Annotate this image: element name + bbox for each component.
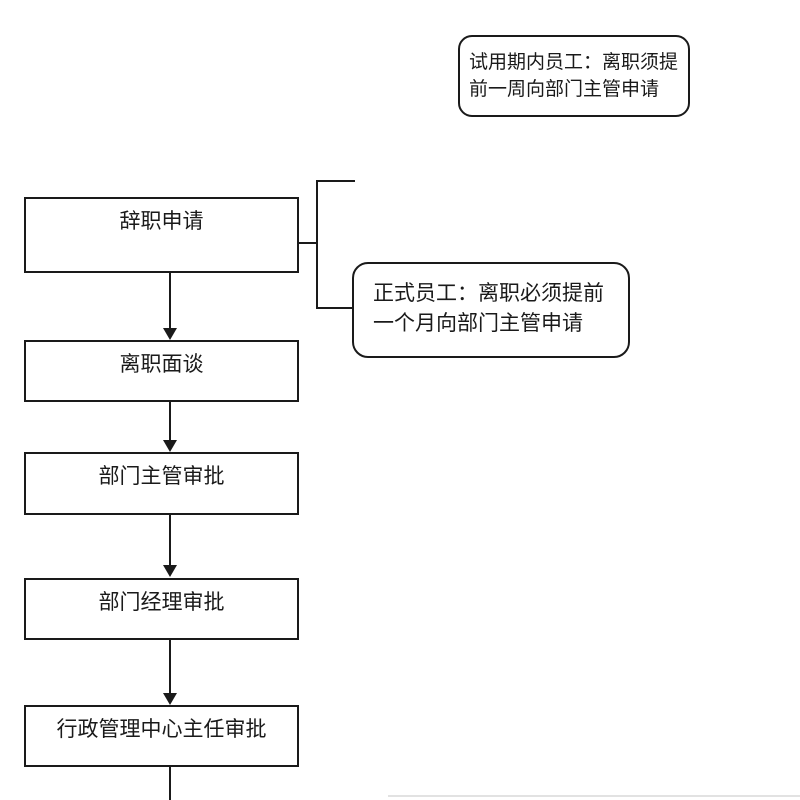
flow-step-label: 部门主管审批 [98,464,225,488]
flow-arrow-line-4 [169,640,171,694]
flow-arrow-line-2 [169,402,171,442]
callout-formal-line2: 一个月向部门主管申请 [373,311,583,335]
flow-step-label: 辞职申请 [119,209,204,233]
flow-step-exit-interview: 离职面谈 [24,340,299,402]
flow-step-label: 行政管理中心主任审批 [56,717,267,741]
connector-bracket-top-arm [316,180,355,182]
page-edge-divider [388,795,800,797]
flow-step-manager-approval: 部门经理审批 [24,578,299,640]
arrow-down-icon [163,328,177,340]
connector-bracket-vertical [316,180,318,309]
connector-bracket-bottom-arm [316,307,353,309]
flow-step-admin-center-director-approval: 行政管理中心主任审批 [24,705,299,767]
callout-formal-note: 正式员工：离职必须提前 一个月向部门主管申请 [352,262,630,358]
flow-step-resignation-application: 辞职申请 [24,197,299,273]
arrow-down-icon [163,693,177,705]
flow-arrow-line-1 [169,273,171,330]
callout-probation-line2: 前一周向部门主管申请 [469,79,660,100]
callout-probation-note: 试用期内员工：离职须提 前一周向部门主管申请 [458,35,690,117]
arrow-down-icon [163,440,177,452]
callout-formal-line1: 正式员工：离职必须提前 [373,281,604,305]
flow-arrow-line-3 [169,515,171,567]
flow-continuation-line [169,767,171,800]
flow-step-supervisor-approval: 部门主管审批 [24,452,299,515]
arrow-down-icon [163,565,177,577]
connector-bracket-stem [298,242,317,244]
flow-step-label: 离职面谈 [119,352,204,376]
flow-step-label: 部门经理审批 [98,590,225,614]
callout-probation-line1: 试用期内员工：离职须提 [469,52,679,73]
